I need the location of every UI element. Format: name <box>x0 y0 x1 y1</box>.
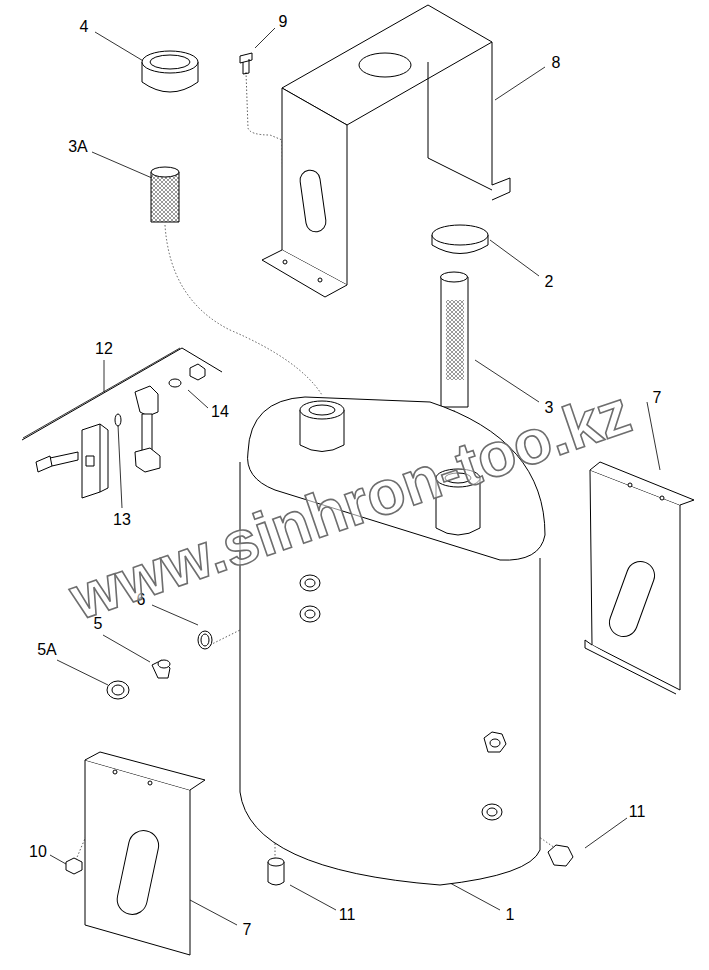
callout-number: 2 <box>545 274 554 290</box>
callout-number: 4 <box>80 19 89 35</box>
callout-number: 12 <box>95 341 113 357</box>
callout-number: 13 <box>113 512 131 528</box>
watermark: www.sinhron-too.kz <box>63 380 638 630</box>
callout-number: 5A <box>37 642 57 658</box>
callout-number: 7 <box>653 390 662 406</box>
callout-number: 10 <box>29 844 47 860</box>
callout-number: 9 <box>279 14 288 30</box>
callout-number: 3A <box>68 139 88 155</box>
callout-number: 11 <box>629 804 646 820</box>
callout-number: 11 <box>339 907 356 923</box>
callout-number: 1 <box>506 907 515 923</box>
callout-number: 7 <box>243 922 252 938</box>
callout-number: 8 <box>552 55 561 71</box>
callout-number: 14 <box>211 404 229 420</box>
